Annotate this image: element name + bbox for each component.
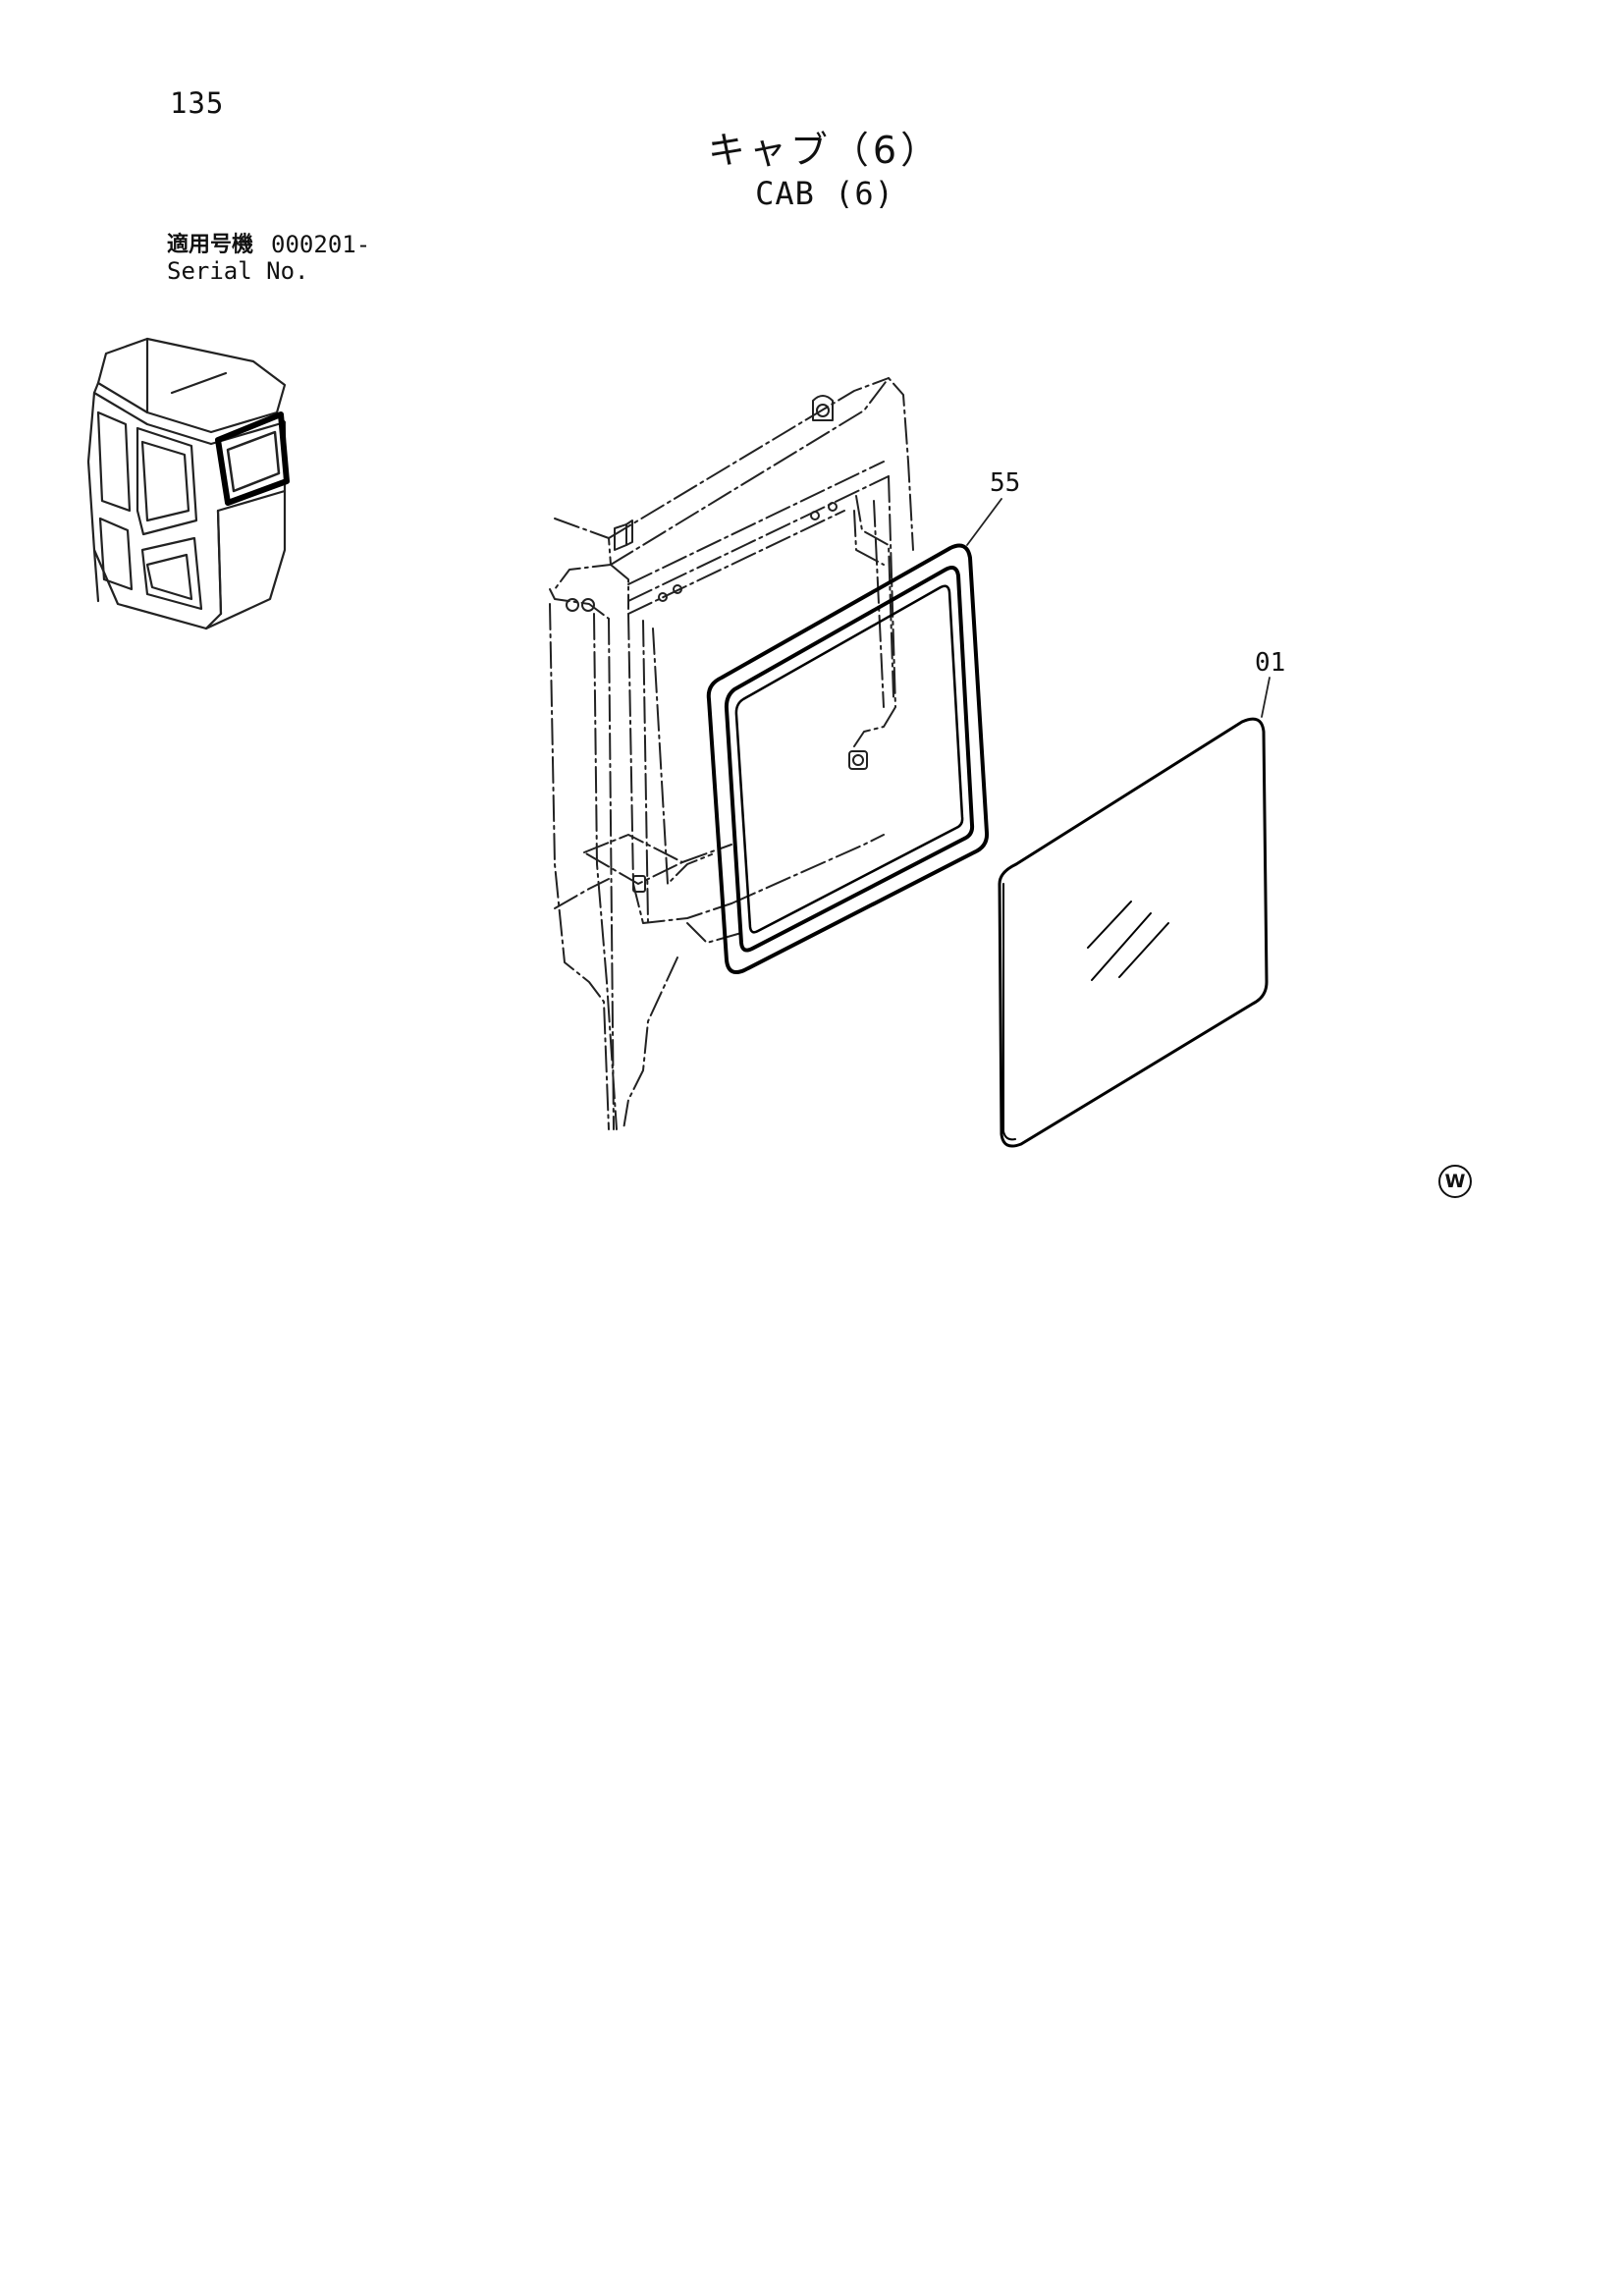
title-english: CAB (6) bbox=[755, 175, 894, 212]
title-block: キャブ（6） CAB (6) bbox=[550, 128, 1100, 214]
page-number: 135 bbox=[170, 86, 225, 120]
leader-line-55 bbox=[966, 498, 1002, 546]
serial-block: 適用号機 000201- Serial No. bbox=[167, 232, 370, 285]
serial-label-japanese: 適用号機 bbox=[167, 233, 254, 257]
cab-thumbnail bbox=[86, 337, 290, 630]
w-mark-icon: W bbox=[1438, 1165, 1472, 1198]
leader-line-01 bbox=[1261, 677, 1271, 718]
glass-part bbox=[998, 717, 1269, 1148]
title-japanese: キャブ（6） bbox=[707, 129, 943, 172]
serial-label-english: Serial No. bbox=[167, 257, 309, 285]
callout-55: 55 bbox=[990, 468, 1020, 498]
serial-value: 000201- bbox=[271, 231, 371, 258]
window-seal-part bbox=[706, 543, 990, 974]
cab-frame bbox=[549, 377, 914, 1130]
callout-01: 01 bbox=[1255, 648, 1285, 678]
frame-details bbox=[566, 395, 868, 893]
